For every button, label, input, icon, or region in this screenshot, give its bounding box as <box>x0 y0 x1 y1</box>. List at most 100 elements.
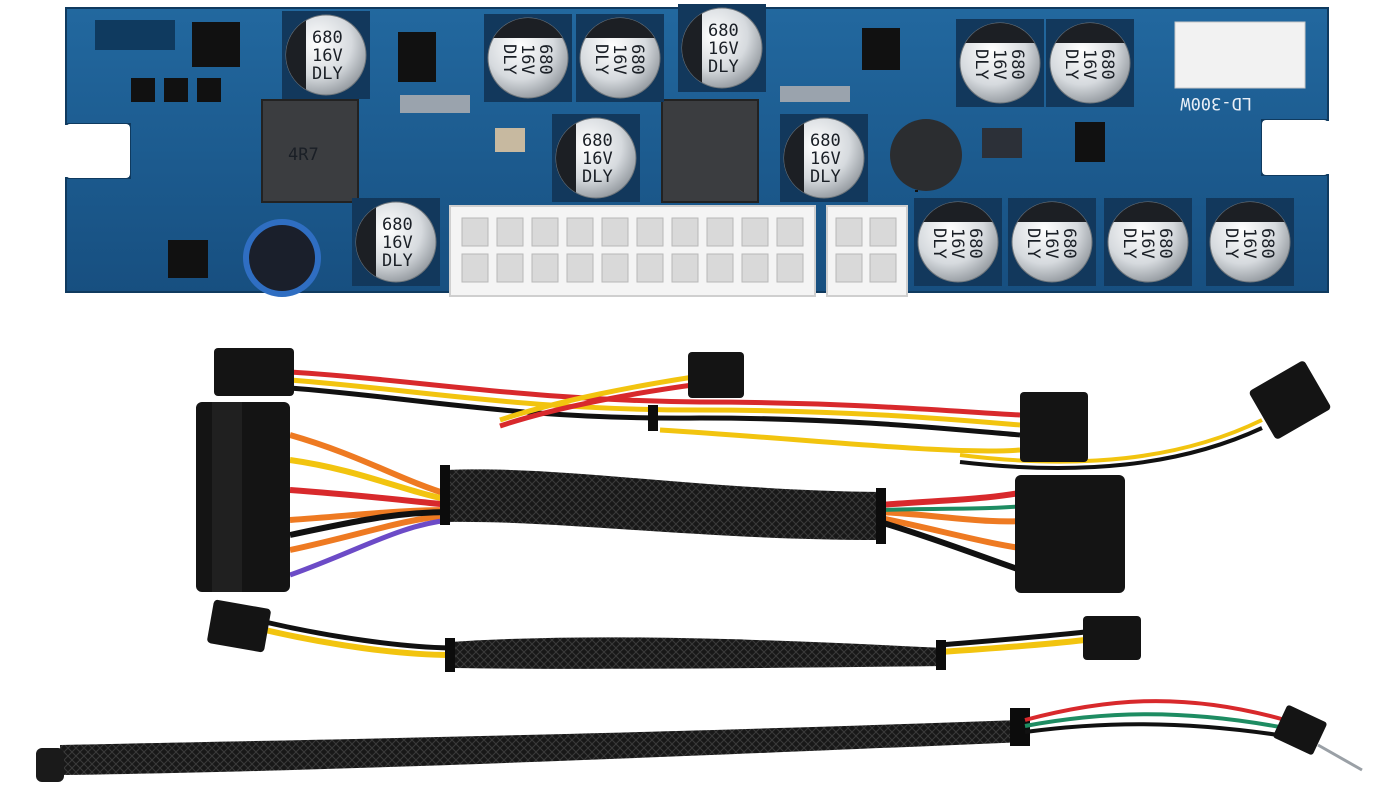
capacitor-marking: DLY <box>708 57 739 77</box>
capacitor-marking: DLY <box>971 49 991 80</box>
capacitor-blue <box>243 219 321 297</box>
socket-pin <box>461 217 489 247</box>
socket-pin <box>566 253 594 283</box>
peripheral-cable-harness <box>214 348 1331 471</box>
capacitor-marking: 16V <box>989 49 1009 80</box>
braided-sleeve-atx <box>445 469 880 540</box>
inductor-middle <box>661 99 759 203</box>
socket-pin <box>601 217 629 247</box>
capacitor-marking: DLY <box>591 44 611 75</box>
socket-pin <box>461 253 489 283</box>
cpu-plug-left <box>207 599 271 653</box>
braided-sleeve-cpu <box>450 637 945 669</box>
socket-pin <box>531 217 559 247</box>
capacitor-marking: DLY <box>582 167 613 187</box>
capacitor-marking: 16V <box>517 44 537 75</box>
capacitor-marking: 680 <box>1007 49 1027 80</box>
capacitor-marking: 16V <box>947 228 967 259</box>
capacitor-marking: DLY <box>929 228 949 259</box>
capacitor-marking: 16V <box>382 233 413 253</box>
sata-connector <box>688 352 744 398</box>
capacitor-marking: 680 <box>708 21 739 41</box>
capacitor-marking: 680 <box>312 28 343 48</box>
inductor-left: 4R7 <box>261 99 359 203</box>
board-model-label: LD-300W <box>1180 93 1252 113</box>
molex-connector-left <box>214 348 294 396</box>
capacitor-marking: DLY <box>382 251 413 271</box>
cpu-extension-cable <box>207 599 1141 672</box>
socket-pin <box>496 217 524 247</box>
capacitor-marking: DLY <box>1023 228 1043 259</box>
socket-pin <box>776 253 804 283</box>
socket-pin <box>741 217 769 247</box>
socket-pin <box>706 253 734 283</box>
power-button <box>36 748 64 782</box>
capacitor-marking: 16V <box>810 149 841 169</box>
capacitor-marking: 16V <box>1239 228 1259 259</box>
cpu-4pin-socket <box>826 205 908 297</box>
capacitor-marking: 680 <box>1155 228 1175 259</box>
atx-cable-harness <box>196 402 1125 593</box>
capacitor-marking: DLY <box>810 167 841 187</box>
switch-header-plug <box>1273 705 1327 755</box>
capacitor-marking: 680 <box>582 131 613 151</box>
capacitor-marking: DLY <box>312 64 343 84</box>
socket-pin <box>835 217 863 247</box>
capacitor-marking: 16V <box>1041 228 1061 259</box>
cpu-plug-right <box>1083 616 1141 660</box>
socket-pin <box>869 253 897 283</box>
braided-sleeve-switch <box>60 720 1025 775</box>
capacitor-marking: 16V <box>609 44 629 75</box>
socket-pin <box>706 217 734 247</box>
socket-pin <box>566 217 594 247</box>
capacitor-marking: DLY <box>499 44 519 75</box>
capacitor-marking: 680 <box>535 44 555 75</box>
capacitor-marking: 680 <box>1257 228 1277 259</box>
atx-20pin-plug <box>1015 475 1125 593</box>
capacitor-marking: 680 <box>810 131 841 151</box>
atx-24pin-socket <box>449 205 816 297</box>
socket-pin <box>636 217 664 247</box>
socket-pin <box>601 253 629 283</box>
capacitor-marking: 680 <box>965 228 985 259</box>
capacitor-marking: DLY <box>1061 49 1081 80</box>
pcie-6pin-connector <box>1249 361 1331 439</box>
cpu-socket-pins <box>835 217 897 283</box>
capacitor-marking: 16V <box>1079 49 1099 80</box>
socket-pin <box>776 217 804 247</box>
atx-24pin-plug <box>196 402 290 592</box>
socket-pin <box>636 253 664 283</box>
molex-connector-right <box>1020 392 1088 462</box>
capacitor-marking: DLY <box>1221 228 1241 259</box>
socket-pin <box>869 217 897 247</box>
capacitor-marking: 680 <box>1059 228 1079 259</box>
capacitor-marking: DLY <box>1119 228 1139 259</box>
mounting-slot-right <box>1262 120 1328 175</box>
mounting-slot-left <box>66 124 130 178</box>
capacitor-marking: 680 <box>1097 49 1117 80</box>
inductor-round <box>890 119 962 191</box>
four-pin-header <box>1174 21 1306 89</box>
capacitor-marking: 16V <box>582 149 613 169</box>
smd-components <box>95 20 1105 278</box>
capacitor-marking: 16V <box>708 39 739 59</box>
socket-pin <box>671 253 699 283</box>
power-switch-cable <box>36 699 1363 782</box>
capacitor-marking: 16V <box>1137 228 1157 259</box>
capacitor-marking: 680 <box>627 44 647 75</box>
socket-pin <box>531 253 559 283</box>
socket-pin <box>741 253 769 283</box>
